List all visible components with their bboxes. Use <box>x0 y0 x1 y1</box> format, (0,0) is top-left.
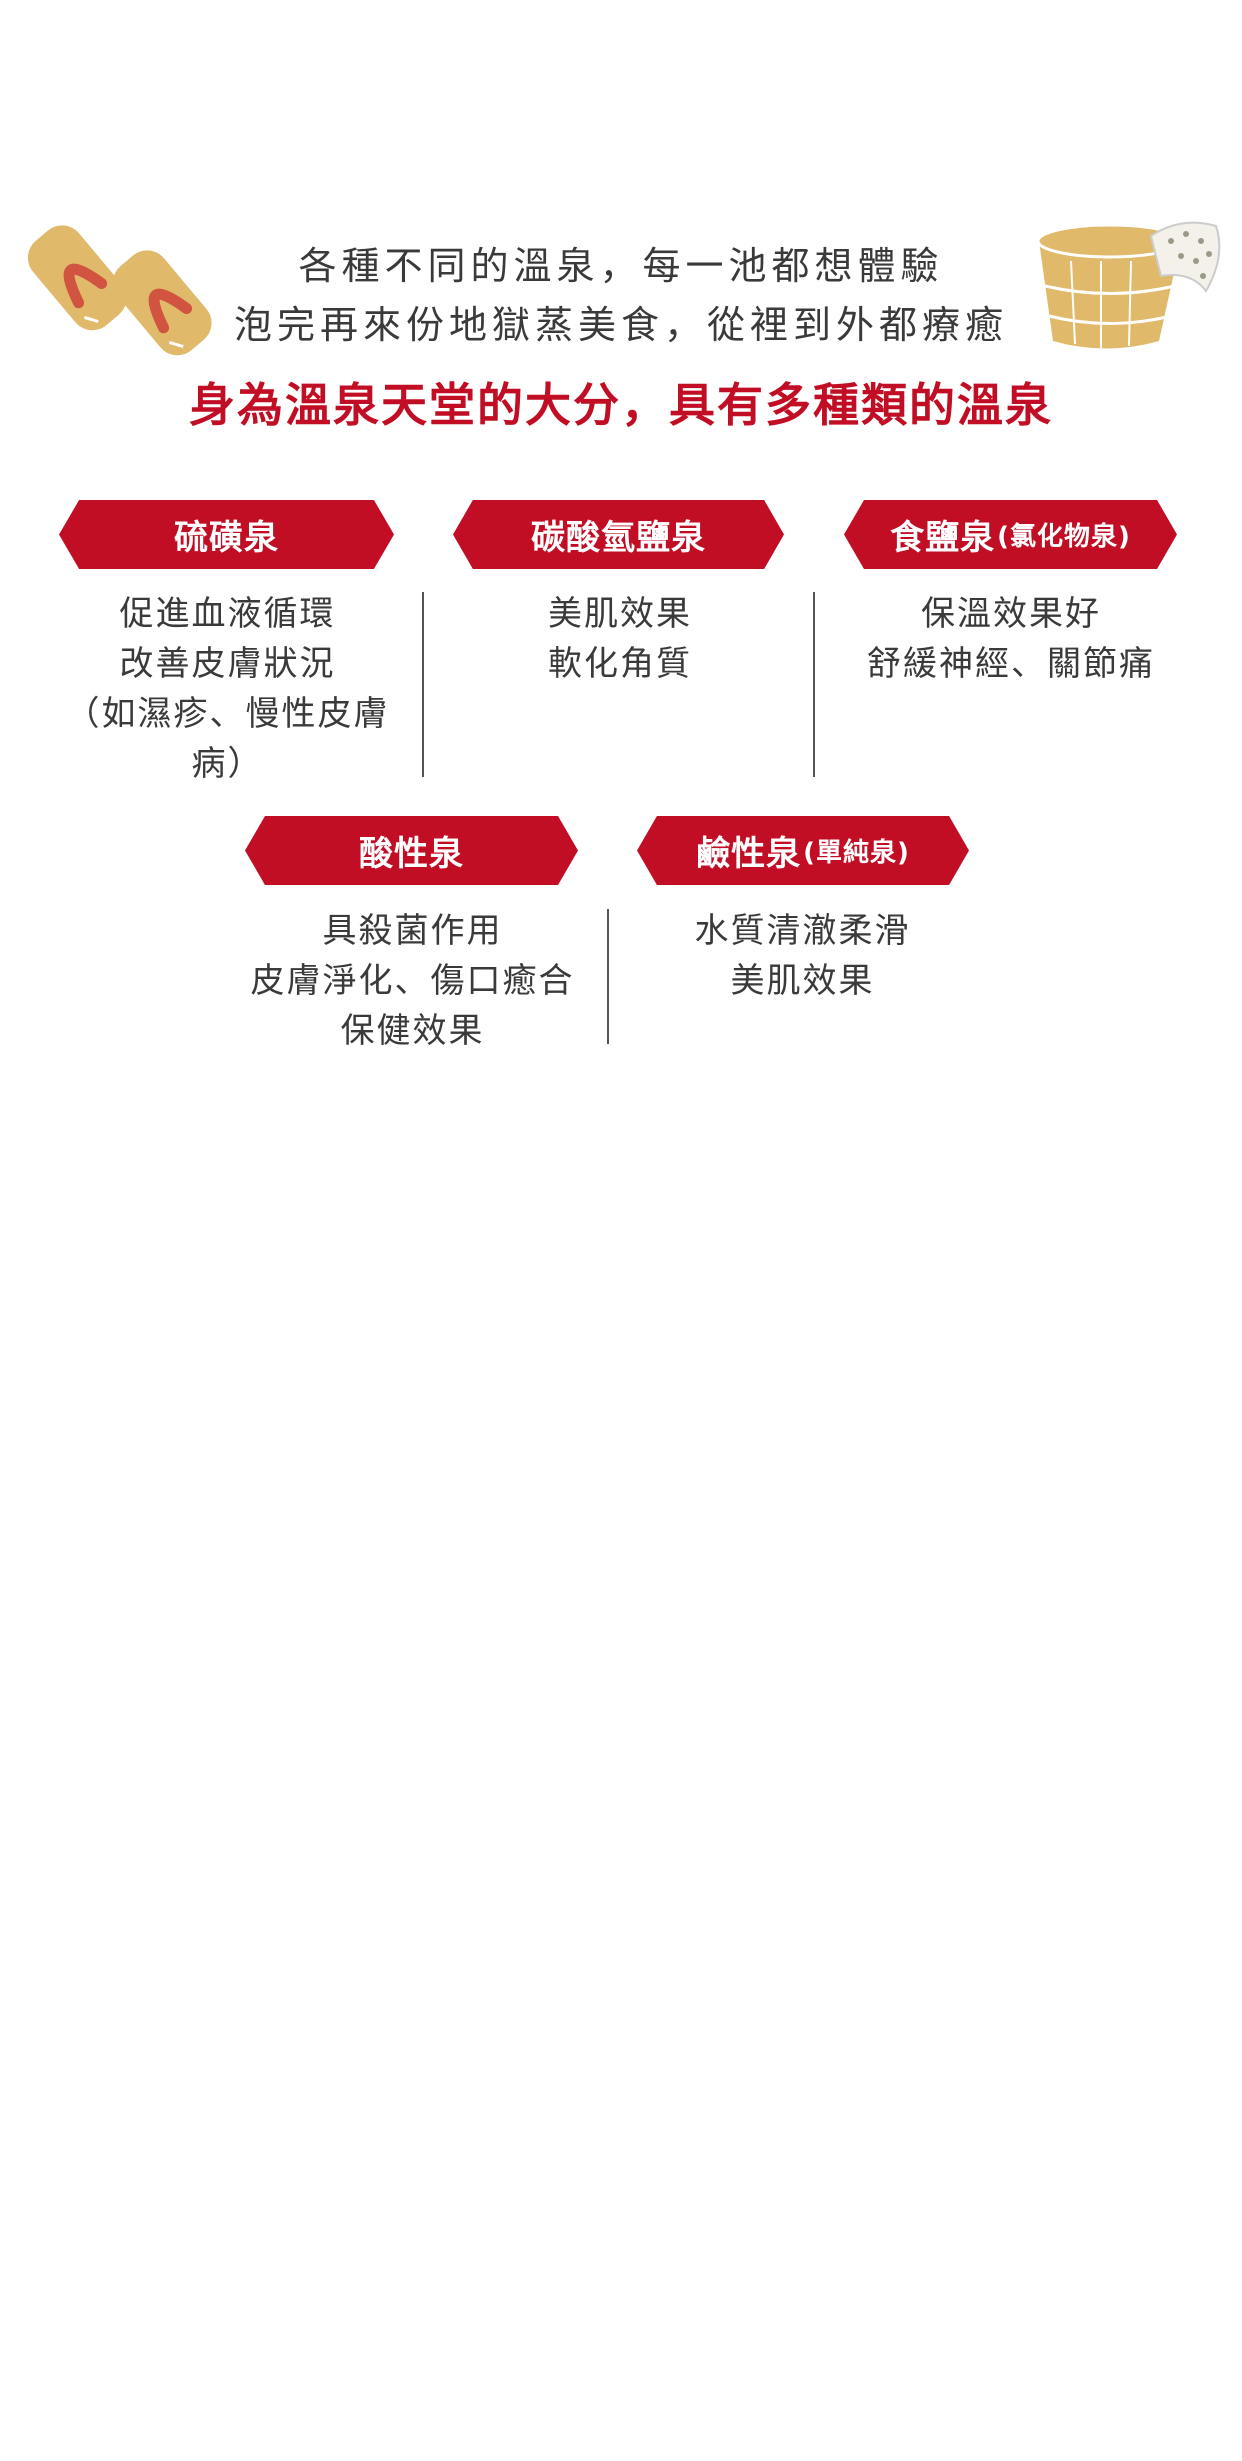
acidic-benefits: 具殺菌作用皮膚淨化、傷口癒合保健效果 <box>250 911 575 1051</box>
salt-benefits: 保溫效果好舒緩神經、關節痛 <box>867 594 1155 684</box>
wooden-bucket-icon <box>1036 221 1221 349</box>
tag-sulfur-spring: 硫磺泉 <box>59 500 394 569</box>
tag-bicarbonate-spring: 碳酸氫鹽泉 <box>453 500 784 569</box>
divider <box>813 592 815 777</box>
divider <box>422 592 424 777</box>
bicarbonate-benefits: 美肌效果軟化角質 <box>548 594 692 684</box>
sulfur-benefits: 促進血液循環改善皮膚狀況（如濕疹、慢性皮膚病） <box>65 594 390 784</box>
divider <box>607 909 609 1044</box>
alkaline-benefits: 水質清澈柔滑美肌效果 <box>694 911 911 1001</box>
tag-alkaline-spring: 鹼性泉(單純泉) <box>637 816 969 885</box>
intro-line-1: 各種不同的溫泉，每一池都想體驗 <box>298 244 944 288</box>
headline: 身為溫泉天堂的大分，具有多種類的溫泉 <box>189 378 1053 432</box>
geta-sandals-icon <box>27 225 212 356</box>
tag-salt-spring: 食鹽泉(氯化物泉) <box>844 500 1177 569</box>
tag-acidic-spring: 酸性泉 <box>245 816 578 885</box>
intro-line-2: 泡完再來份地獄蒸美食，從裡到外都療癒 <box>233 303 1008 347</box>
